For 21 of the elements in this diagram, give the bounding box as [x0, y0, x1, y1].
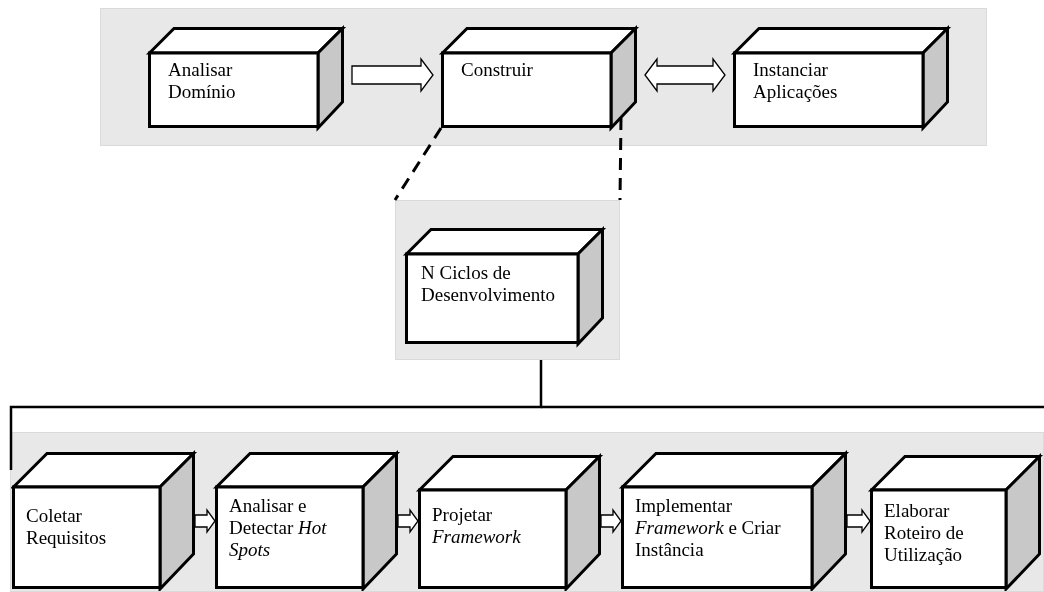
- panel-background: [395, 200, 620, 360]
- connector-line: [9, 360, 543, 432]
- dashed-line: [618, 117, 623, 201]
- box-label: Construir: [461, 59, 534, 81]
- box-label: N Ciclos de Desenvolvimento: [421, 262, 557, 306]
- dashed-line: [393, 127, 443, 201]
- box-label: Analisar e Detectar Hot Spots: [229, 495, 328, 561]
- block-arrow: [397, 508, 419, 534]
- block-arrow: [600, 508, 622, 534]
- box-label: Coletar Requisitos: [26, 505, 108, 549]
- box-label: Elaborar Roteiro de Utilização: [884, 500, 965, 566]
- block-arrow: [194, 508, 216, 534]
- panel-background: [10, 432, 1044, 592]
- block-arrow: [644, 57, 726, 93]
- box-label: Implementar Framework e Criar Instância: [635, 495, 782, 561]
- panel-background: [100, 8, 987, 146]
- box-label: Analisar Domínio: [168, 59, 237, 103]
- block-arrow: [846, 508, 871, 534]
- box-label: Instanciar Aplicações: [753, 59, 839, 103]
- box-label: Projetar Framework: [432, 504, 522, 548]
- block-arrow: [351, 57, 434, 93]
